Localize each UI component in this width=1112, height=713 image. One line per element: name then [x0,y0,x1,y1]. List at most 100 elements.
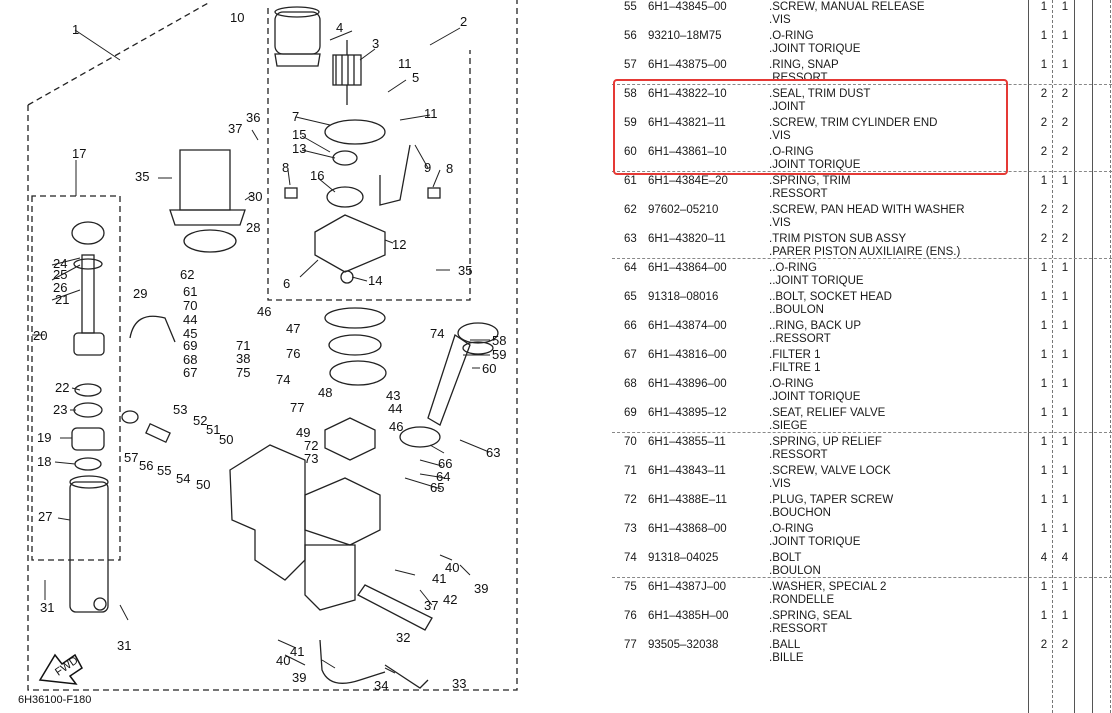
description-french: ..RESSORT [769,333,831,345]
piston-rod [71,221,105,356]
part-number: 91318–08016 [648,291,719,303]
part-number: 6H1–43843–11 [648,465,726,477]
quantity-2: 1 [1061,291,1069,303]
quantity-2: 1 [1061,349,1069,361]
svg-text:68: 68 [183,352,197,367]
manifold-upper [304,477,381,546]
description-english: .SPRING, TRIM [769,175,851,187]
quantity-2: 1 [1061,407,1069,419]
quantity-2: 4 [1061,552,1069,564]
svg-text:39: 39 [474,581,488,596]
quantity-2: 2 [1061,204,1069,216]
svg-text:20: 20 [33,328,47,343]
svg-text:75: 75 [236,365,250,380]
part-number: 6H1–43895–12 [648,407,727,419]
quantity-2: 1 [1061,59,1069,71]
part-number: 6H1–43874–00 [648,320,727,332]
ref-number: 65 [624,291,637,303]
pipe-34 [319,639,386,684]
description-french: .RONDELLE [769,594,835,606]
ref-number: 58 [624,88,637,100]
svg-text:46: 46 [389,419,403,434]
svg-text:57: 57 [124,450,138,465]
svg-text:3: 3 [372,36,379,51]
ref-number: 66 [624,320,637,332]
part-number: 6H1–43855–11 [648,436,726,448]
svg-text:32: 32 [396,630,410,645]
group-separator [612,577,1112,578]
screw-59 [462,341,494,355]
piston-19 [71,427,105,451]
qty-column-divider [1110,0,1111,713]
svg-text:36: 36 [246,110,260,125]
snap-ring-57 [121,410,139,424]
svg-text:71: 71 [236,338,250,353]
ref-number: 71 [624,465,637,477]
svg-text:43: 43 [386,388,400,403]
svg-text:40: 40 [276,653,290,668]
quantity-2: 1 [1061,378,1069,390]
svg-text:22: 22 [55,380,69,395]
svg-text:6: 6 [283,276,290,291]
quantity-2: 1 [1061,436,1069,448]
svg-text:1: 1 [72,22,79,37]
svg-text:47: 47 [286,321,300,336]
lead-wire [379,144,411,206]
ref-number: 77 [624,639,637,651]
svg-text:28: 28 [246,220,260,235]
o-ring-18 [74,457,102,471]
trim-piston-rod [427,333,471,426]
description-english: ..O-RING [769,262,817,274]
motor-part [274,6,321,67]
svg-text:59: 59 [492,347,506,362]
svg-text:37: 37 [228,121,242,136]
description-english: .SPRING, UP RELIEF [769,436,882,448]
svg-text:74: 74 [276,372,290,387]
group-separator [612,171,1112,172]
qty-column-divider [1052,0,1053,713]
quantity-1: 1 [1040,320,1048,332]
qty-column-divider [1074,0,1075,713]
description-english: .SPRING, SEAL [769,610,853,622]
part-number: 97602–05210 [648,204,719,216]
part-number: 93210–18M75 [648,30,722,42]
svg-text:27: 27 [38,509,52,524]
quantity-1: 1 [1040,436,1048,448]
tilt-cylinder [69,475,109,613]
quantity-1: 1 [1040,581,1048,593]
oil-seal [332,150,358,166]
part-number: 6H1–43896–00 [648,378,727,390]
ref-number: 55 [624,1,637,13]
description-english: .SCREW, TRIM CYLINDER END [769,117,938,129]
svg-text:18: 18 [37,454,51,469]
quantity-1: 2 [1040,204,1048,216]
svg-text:29: 29 [133,286,147,301]
qty-column-divider [1092,0,1093,713]
description-french: .JOINT TORIQUE [769,43,861,55]
svg-text:54: 54 [176,471,190,486]
motor-base [314,214,386,273]
brush-8-left [284,187,298,199]
svg-text:66: 66 [438,456,452,471]
description-french: .JOINT TORIQUE [769,391,861,403]
group-separator [612,432,1112,433]
description-french: .FILTRE 1 [769,362,821,374]
svg-text:17: 17 [72,146,86,161]
description-english: .O-RING [769,30,814,42]
description-english: .RING, SNAP [769,59,839,71]
svg-text:40: 40 [445,560,459,575]
ref-number: 72 [624,494,637,506]
o-ring-77 [324,307,386,329]
part-number: 6H1–4387J–00 [648,581,727,593]
svg-text:37: 37 [424,598,438,613]
